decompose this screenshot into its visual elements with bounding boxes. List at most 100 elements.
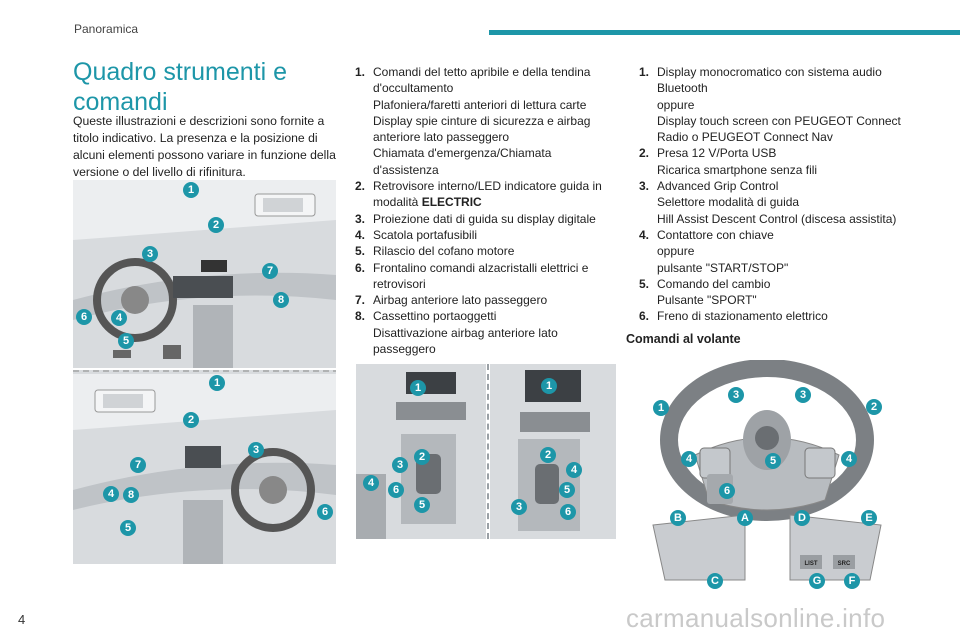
list-item: 7.Airbag anteriore lato passeggero	[355, 293, 548, 308]
console-rhd-illustration: 1 2 4 5 3 6	[490, 364, 616, 539]
badge-4: 4	[111, 310, 127, 326]
badge-2: 2	[414, 449, 430, 465]
list-item: 4.Scatola portafusibili	[355, 227, 478, 242]
dashboard-rhd-illustration: 1 2 3 7 4 8 5 6	[73, 370, 336, 564]
svg-text:1: 1	[415, 382, 421, 394]
badge-4: 4	[681, 451, 697, 467]
svg-text:G: G	[813, 575, 822, 587]
badge-4: 4	[363, 475, 379, 491]
badge-8: 8	[273, 292, 289, 308]
svg-text:5: 5	[419, 499, 425, 511]
figure-divider	[487, 364, 489, 539]
badge-7: 7	[262, 263, 278, 279]
svg-text:7: 7	[267, 265, 273, 277]
badge-1: 1	[541, 378, 557, 394]
badge-1: 1	[410, 380, 426, 396]
svg-text:7: 7	[135, 459, 141, 471]
console-lhd-illustration: 1 2 3 6 4 5	[356, 364, 486, 539]
svg-text:6: 6	[724, 485, 730, 497]
badge-B: B	[670, 510, 686, 526]
svg-text:5: 5	[770, 455, 776, 467]
svg-text:1: 1	[546, 380, 552, 392]
badge-4: 4	[103, 486, 119, 502]
badge-6: 6	[719, 483, 735, 499]
svg-text:4: 4	[846, 453, 853, 465]
svg-text:2: 2	[871, 401, 877, 413]
controls-list-right: 1.Display monocromatico con sistema audi…	[639, 64, 909, 325]
steering-wheel-illustration: LIST SRC 1 3 3 2 4 5 4 6 B A C D E G F	[645, 359, 890, 595]
svg-text:3: 3	[397, 459, 403, 471]
badge-4: 4	[841, 451, 857, 467]
svg-text:6: 6	[393, 484, 399, 496]
header-accent-bar	[489, 30, 960, 35]
steering-controls-heading: Comandi al volante	[626, 332, 741, 346]
svg-text:1: 1	[188, 184, 194, 196]
badge-8: 8	[123, 487, 139, 503]
svg-text:5: 5	[125, 522, 131, 534]
svg-text:3: 3	[147, 248, 153, 260]
svg-text:6: 6	[81, 311, 87, 323]
list-item: 3.Proiezione dati di guida su display di…	[355, 211, 596, 226]
badge-3: 3	[142, 246, 158, 262]
badge-4: 4	[566, 462, 582, 478]
watermark: carmanualsonline.info	[626, 603, 886, 633]
badge-A: A	[737, 510, 753, 526]
svg-text:F: F	[849, 575, 856, 587]
svg-text:A: A	[741, 512, 749, 524]
svg-text:4: 4	[108, 488, 115, 500]
badge-C: C	[707, 573, 723, 589]
svg-text:2: 2	[419, 451, 425, 463]
badge-5: 5	[120, 520, 136, 536]
svg-text:2: 2	[188, 414, 194, 426]
badge-6: 6	[317, 504, 333, 520]
badge-E: E	[861, 510, 877, 526]
list-item: 5.Rilascio del cofano motore	[355, 244, 515, 259]
badge-3: 3	[728, 387, 744, 403]
badge-7: 7	[130, 457, 146, 473]
svg-text:2: 2	[545, 449, 551, 461]
list-item: 1.Comandi del tetto apribile e della ten…	[355, 65, 591, 177]
list-item: 6.Freno di stazionamento elettrico	[639, 309, 828, 324]
svg-text:4: 4	[116, 312, 123, 324]
badge-3: 3	[795, 387, 811, 403]
badge-F: F	[844, 573, 860, 589]
badge-6: 6	[560, 504, 576, 520]
badge-5: 5	[559, 482, 575, 498]
badge-3: 3	[392, 457, 408, 473]
svg-text:C: C	[711, 575, 719, 587]
badge-2: 2	[866, 399, 882, 415]
svg-text:3: 3	[800, 389, 806, 401]
badge-1: 1	[183, 182, 199, 198]
badge-5: 5	[765, 453, 781, 469]
badge-6: 6	[76, 309, 92, 325]
list-item: 2.Retrovisore interno/LED indicatore gui…	[355, 179, 602, 210]
svg-text:4: 4	[571, 464, 578, 476]
svg-text:6: 6	[565, 506, 571, 518]
svg-text:3: 3	[516, 501, 522, 513]
svg-text:3: 3	[733, 389, 739, 401]
svg-text:3: 3	[253, 444, 259, 456]
svg-text:6: 6	[322, 506, 328, 518]
svg-text:4: 4	[686, 453, 693, 465]
list-item: 6.Frontalino comandi alzacristalli elett…	[355, 260, 589, 291]
svg-text:E: E	[865, 512, 872, 524]
svg-text:1: 1	[214, 377, 220, 389]
badge-3: 3	[248, 442, 264, 458]
badge-6: 6	[388, 482, 404, 498]
section-header: Panoramica	[74, 22, 139, 36]
controls-list-middle: 1.Comandi del tetto apribile e della ten…	[355, 64, 605, 357]
badge-3: 3	[511, 499, 527, 515]
list-item: 1.Display monocromatico con sistema audi…	[639, 65, 901, 145]
badge-2: 2	[183, 412, 199, 428]
badge-1: 1	[653, 400, 669, 416]
badge-2: 2	[208, 217, 224, 233]
intro-paragraph: Queste illustrazioni e descrizioni sono …	[73, 114, 336, 179]
badge-5: 5	[414, 497, 430, 513]
badge-2: 2	[540, 447, 556, 463]
src-button-label: SRC	[838, 561, 851, 567]
